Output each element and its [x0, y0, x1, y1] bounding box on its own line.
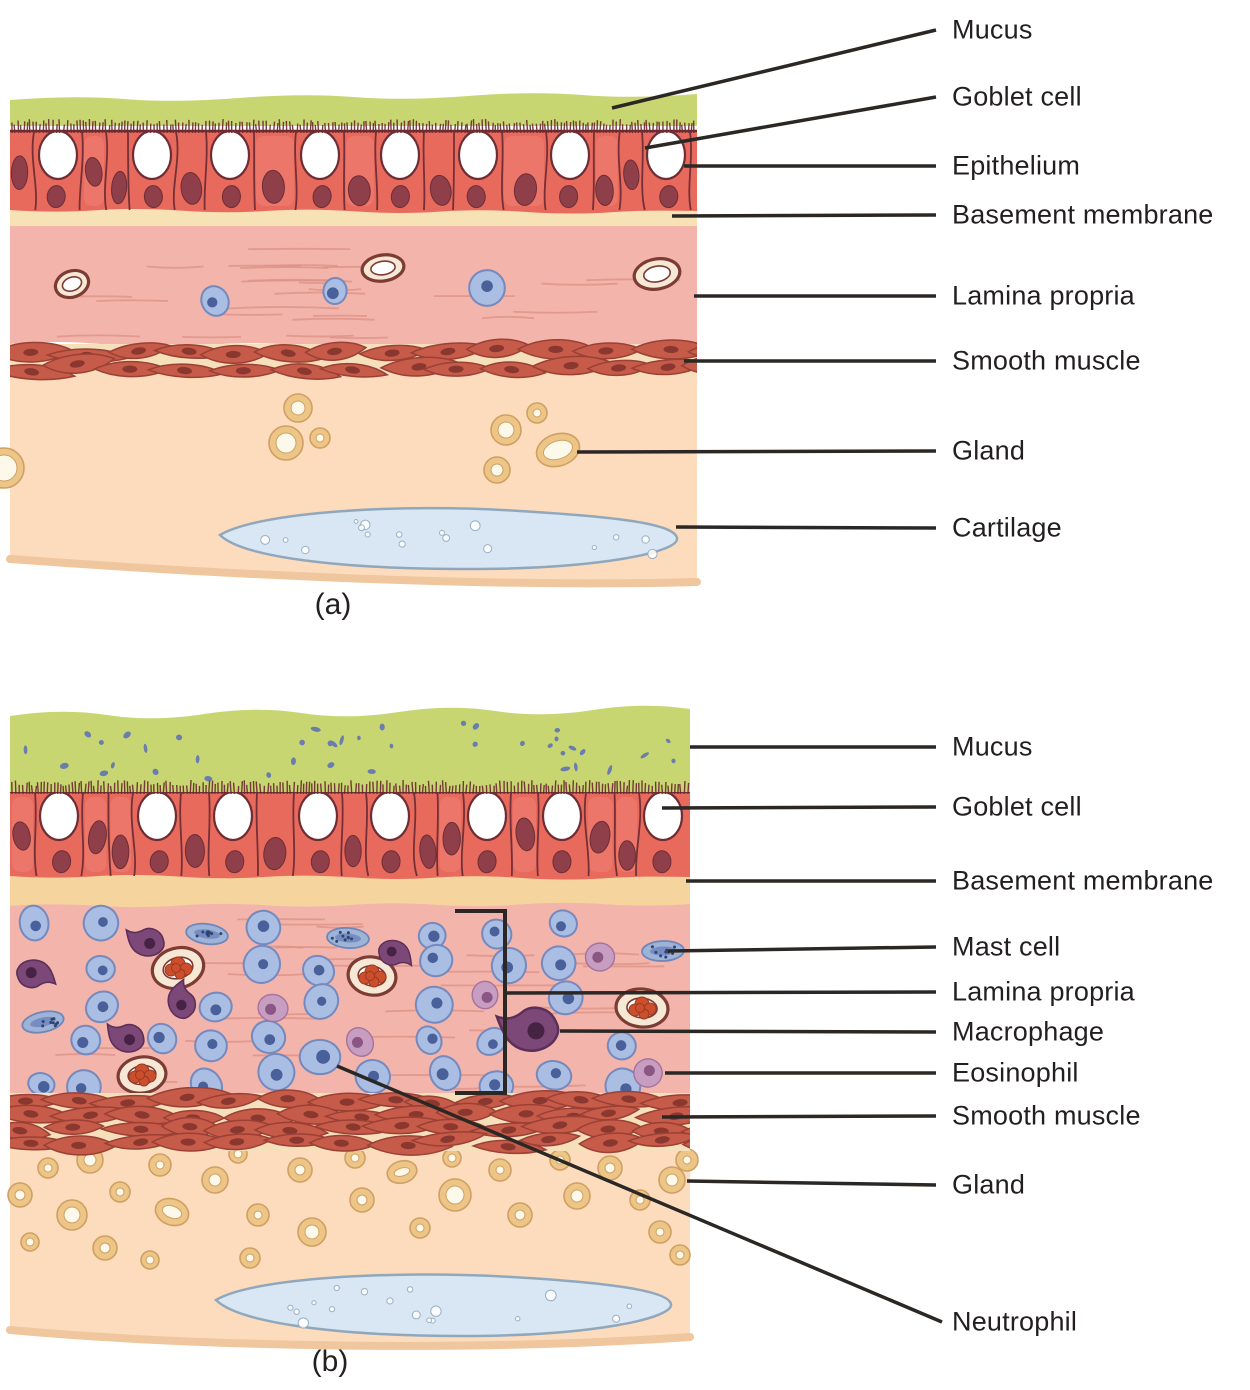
label-a-lamina-propria: Lamina propria: [952, 280, 1135, 311]
label-b-smooth-muscle: Smooth muscle: [952, 1100, 1141, 1131]
lamina-propria-bracket: [455, 909, 507, 1095]
label-a-cartilage: Cartilage: [952, 512, 1062, 543]
leader-lines: [336, 28, 943, 1324]
label-b-mast-cell: Mast cell: [952, 931, 1061, 962]
label-b-eosinophil: Eosinophil: [952, 1057, 1079, 1088]
label-a-smooth-muscle: Smooth muscle: [952, 345, 1141, 376]
caption-panel-b: (b): [311, 1345, 349, 1378]
label-a-basement-membrane: Basement membrane: [952, 199, 1214, 230]
label-b-neutrophil: Neutrophil: [952, 1306, 1078, 1337]
label-b-macrophage: Macrophage: [952, 1016, 1105, 1047]
label-a-gland: Gland: [952, 435, 1026, 466]
label-a-epithelium: Epithelium: [952, 150, 1081, 181]
label-b-gland: Gland: [952, 1169, 1026, 1200]
label-b-basement-membrane: Basement membrane: [952, 865, 1214, 896]
label-a-goblet-cell: Goblet cell: [952, 81, 1082, 112]
panel-b: [6, 705, 699, 1350]
label-a-mucus: Mucus: [952, 14, 1033, 45]
panel-a: [0, 93, 701, 588]
caption-panel-a: (a): [314, 588, 352, 621]
label-b-lamina-propria: Lamina propria: [952, 976, 1135, 1007]
label-b-goblet-cell: Goblet cell: [952, 791, 1082, 822]
label-b-mucus: Mucus: [952, 731, 1033, 762]
